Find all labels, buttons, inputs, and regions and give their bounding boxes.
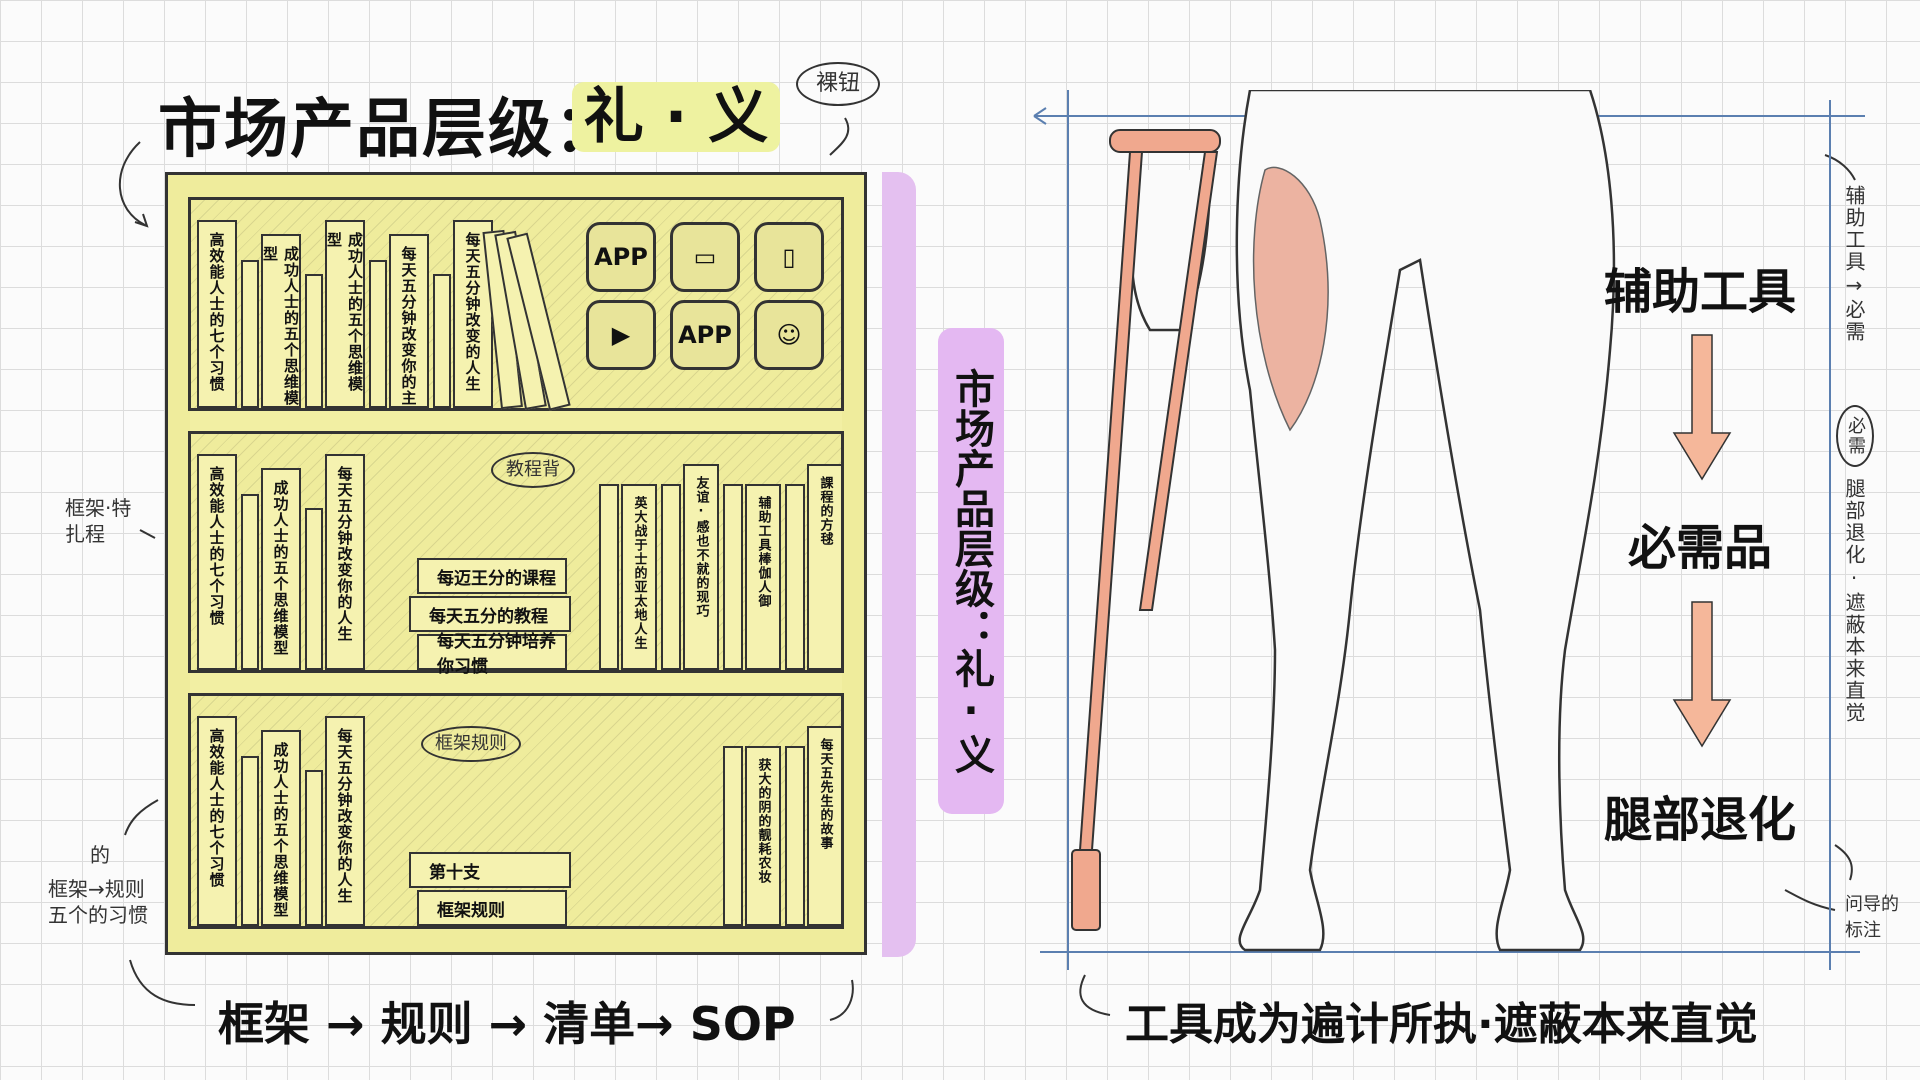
right-caption: 工具成为遍计所执·遮蔽本来直觉 — [1125, 999, 1758, 1050]
book-spine: 每天五分钟改变你的主 — [389, 234, 429, 408]
book-spine: 高效能人士的七个习惯 — [197, 220, 237, 408]
device-icon: ☺ — [754, 300, 824, 370]
book-spine-blank — [305, 508, 323, 670]
book-spine-blank — [723, 484, 743, 670]
book-spine: 課程的方毬 — [807, 464, 843, 670]
shelf-middle: 高效能人士的七个习惯成功人士的五个思维模型每天五分钟改变你的人生 教程背每天五分钟… — [188, 431, 844, 677]
book-spine: 每天五分钟改变你的人生 — [325, 454, 365, 670]
device-icon: ▯ — [754, 222, 824, 292]
book-spine-blank — [661, 484, 681, 670]
arrow-icon — [829, 979, 854, 1021]
stacked-book: 框架规则 — [417, 890, 567, 926]
thigh-muscle — [1252, 166, 1329, 432]
arrow-icon — [1079, 974, 1111, 1016]
legs-outline — [1235, 90, 1616, 952]
note-small: 的 — [90, 843, 110, 867]
book-spine: 高效能人士的七个习惯 — [197, 454, 237, 670]
app-icon: APP — [670, 300, 740, 370]
book-spine: 辅助工具棒伽人御 — [745, 484, 781, 670]
book-spine: 成功人士的五个思维模型 — [261, 468, 301, 670]
stacked-book: 每天五分的教程 — [409, 596, 571, 632]
book-spine-blank — [723, 746, 743, 926]
stacked-book: 每迈王分的课程 — [417, 558, 567, 594]
arrow-icon — [139, 529, 156, 539]
device-icon: ▶ — [586, 300, 656, 370]
side-note-2: 腿部退化·遮蔽本来直觉 — [1842, 478, 1866, 724]
tag-bubble: 裸钮 — [796, 62, 880, 106]
vertical-label: 市场产品层级：礼·义 — [938, 328, 1004, 814]
book-spine-blank — [241, 494, 259, 670]
bracket — [882, 172, 916, 957]
step-aid-tool: 辅助工具 — [1603, 264, 1796, 320]
book-spine: 英大战于士的亚太地人生 — [621, 484, 657, 670]
book-spine: 友谊·感也不就的现巧 — [683, 464, 719, 670]
book-spine-blank — [599, 484, 619, 670]
note-rules: 框架→规则 五个的习惯 — [48, 877, 148, 927]
book-spine-blank — [241, 756, 259, 926]
crutch-icon — [1071, 129, 1221, 931]
book-spine: 成功人士的五个思维模型 — [261, 234, 301, 408]
tag-bubble: 教程背 — [491, 452, 575, 488]
book-spine: 获大的阴的靓耗农妆 — [745, 746, 781, 926]
bookshelf: 高效能人士的七个习惯成功人士的五个思维模型成功人士的五个思维模型每天五分钟改变你… — [165, 172, 867, 955]
book-spine-blank — [433, 274, 451, 408]
title-highlight: 礼 · 义 — [572, 82, 780, 152]
down-arrow-icon — [1672, 334, 1732, 481]
stacked-book: 第十支 — [409, 852, 571, 888]
step-necessity: 必需品 — [1627, 520, 1772, 576]
book-spine-blank — [369, 260, 387, 408]
arrow-icon — [124, 799, 159, 836]
shelf-top: 高效能人士的七个习惯成功人士的五个思维模型成功人士的五个思维模型每天五分钟改变你… — [188, 197, 844, 411]
book-spine-blank — [785, 746, 805, 926]
book-spine-blank — [305, 274, 323, 408]
book-spine: 成功人士的五个思维模型 — [325, 220, 365, 408]
stacked-book: 每天五分钟培养你习惯 — [417, 632, 567, 677]
leg-illustration — [1033, 90, 1865, 970]
book-spine: 每天五分钟改变你的人生 — [325, 716, 365, 926]
arrow-icon — [1824, 154, 1856, 181]
down-arrow-icon — [1672, 601, 1732, 748]
arrow-icon — [829, 117, 850, 156]
book-spine: 每天五先生的故事 — [807, 726, 843, 926]
note-framework: 框架·特 扎程 — [65, 496, 132, 546]
device-icon: ▭ — [670, 222, 740, 292]
book-spine-blank — [241, 260, 259, 408]
tag-bubble: 框架规则 — [421, 726, 521, 762]
side-note-circle: 必需 — [1836, 405, 1874, 467]
corner-note: 问导的 标注 — [1845, 894, 1899, 941]
app-icon: APP — [586, 222, 656, 292]
step-leg-degeneration: 腿部退化 — [1603, 792, 1796, 848]
book-spine-blank — [785, 484, 805, 670]
arrow-icon — [1834, 844, 1853, 881]
book-spine: 高效能人士的七个习惯 — [197, 716, 237, 926]
page-title: 市场产品层级： — [158, 93, 620, 167]
flow-caption: 框架 → 规则 → 清单→ SOP — [218, 997, 796, 1051]
shelf-bottom: 高效能人士的七个习惯成功人士的五个思维模型每天五分钟改变你的人生框架规则框架规则… — [188, 693, 844, 929]
book-spine: 成功人士的五个思维模型 — [261, 730, 301, 926]
book-spine-blank — [305, 770, 323, 926]
arrow-icon — [129, 959, 196, 1006]
arrow-icon — [118, 141, 146, 226]
side-note-1: 辅助工具→必需 — [1842, 185, 1866, 343]
